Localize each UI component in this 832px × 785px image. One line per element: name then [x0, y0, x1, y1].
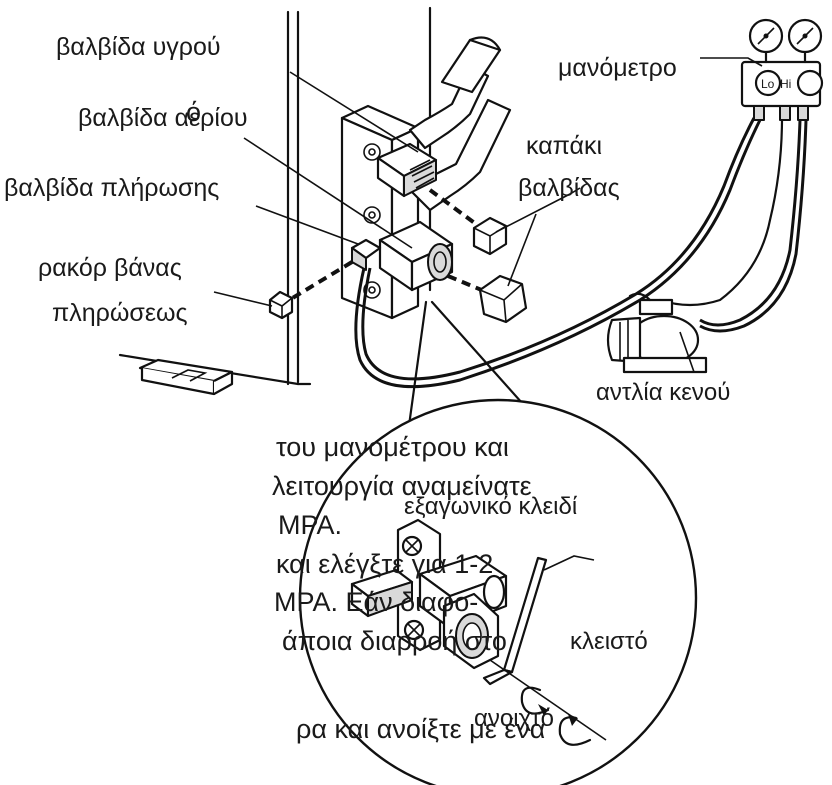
- text-line-3: ΜΡΑ.: [278, 510, 342, 540]
- label-liquid-valve: βαλβίδα υγρού: [56, 33, 221, 61]
- gauge-lo-label: Lo: [761, 77, 775, 91]
- charging-nut: [270, 292, 292, 318]
- unit-foot: [140, 360, 232, 394]
- text-line-5: ΜΡΑ. Εάν διαφο-: [274, 587, 478, 617]
- label-charging-valve: βαλβίδα πλήρωσης: [4, 174, 219, 202]
- valve-cap-large: [480, 276, 526, 322]
- label-vacuum-pump: αντλία κενού: [596, 379, 730, 406]
- valve-cap-small: [474, 218, 506, 254]
- label-valve-cap-2: βαλβίδας: [518, 174, 620, 202]
- text-line-1: του μανομέτρου και: [276, 432, 509, 462]
- label-closed: κλειστό: [570, 628, 648, 655]
- label-gas-valve: βαλβίδα αερίου: [78, 104, 248, 132]
- label-charging-nut-2: πληρώσεως: [52, 299, 188, 327]
- text-line-2: λειτουργία αναμείνατε: [272, 471, 532, 501]
- label-charging-nut-1: ρακόρ βάνας: [38, 254, 182, 282]
- label-manometer: μανόμετρο: [558, 54, 677, 82]
- text-fragment-top: ό: [186, 97, 201, 127]
- text-line-7: ρα και ανοίξτε με ένα: [296, 714, 545, 744]
- manifold-gauge: Lo Hi: [742, 20, 822, 120]
- text-line-6: άποια διαρροή στο: [282, 626, 507, 656]
- text-line-4: και ελέγξτε για 1-2: [276, 549, 493, 579]
- gauge-hi-label: Hi: [780, 77, 791, 91]
- label-valve-cap-1: καπάκι: [526, 132, 602, 160]
